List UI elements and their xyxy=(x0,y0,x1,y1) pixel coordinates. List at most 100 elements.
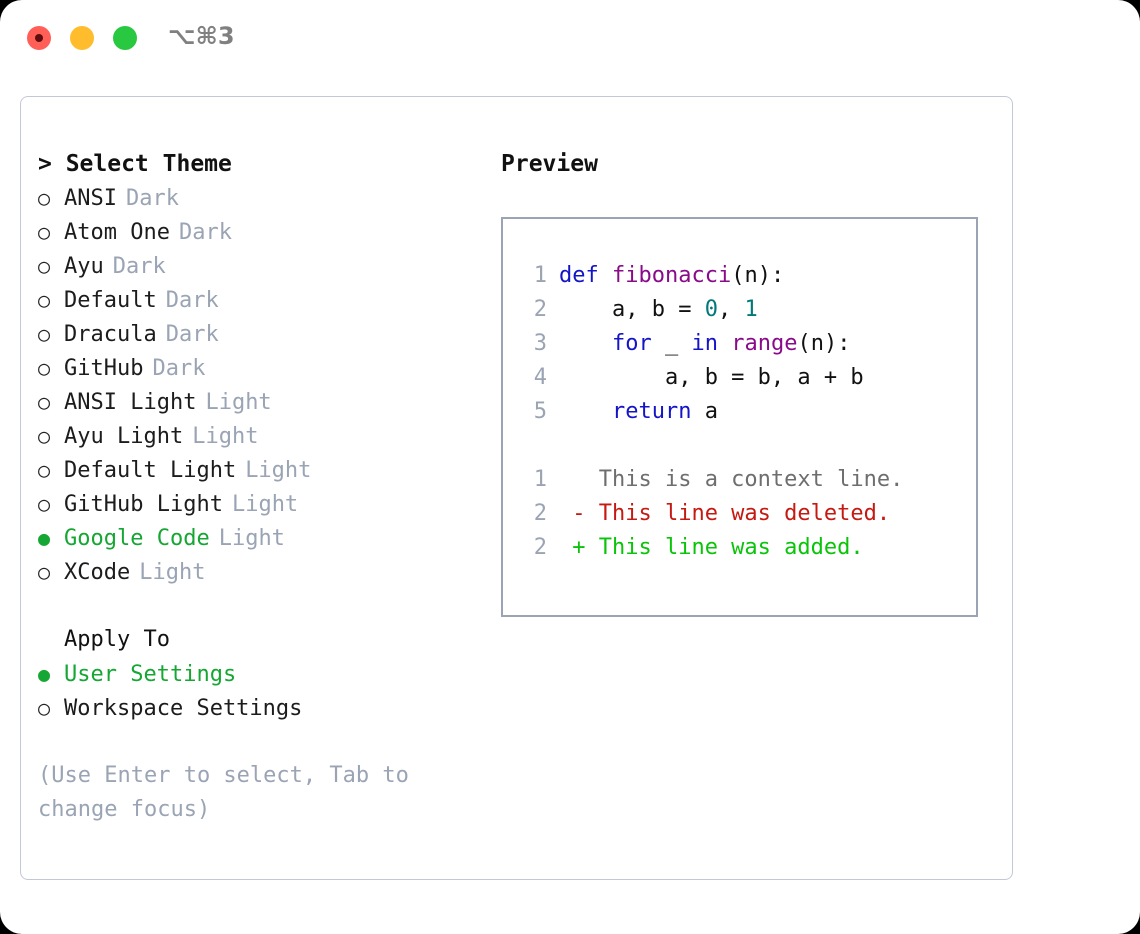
theme-option-label: GitHub Light xyxy=(64,492,223,517)
code-token: range xyxy=(731,331,798,356)
title-bar: ⌥⌘3 xyxy=(0,0,1140,78)
theme-option-label: ANSI Light xyxy=(64,390,197,415)
theme-option-category: Light xyxy=(139,560,206,585)
code-token: This is a context line. xyxy=(559,467,904,492)
section-spacer xyxy=(38,589,478,623)
line-number: 4 xyxy=(533,365,547,390)
minimize-button[interactable] xyxy=(70,26,94,50)
code-line: 1 def fibonacci(n): xyxy=(513,259,903,293)
code-token: 1 xyxy=(744,297,758,322)
window-controls xyxy=(27,26,137,50)
line-number: 2 xyxy=(533,535,547,560)
theme-option-category: Light xyxy=(205,390,272,415)
theme-option-label: Ayu Light xyxy=(64,424,184,449)
code-token xyxy=(718,327,731,361)
code-token: a xyxy=(691,399,718,424)
code-token: (n): xyxy=(731,263,785,288)
theme-option-label: Default xyxy=(64,288,157,313)
code-token: 0 xyxy=(704,297,718,322)
theme-option-label: Google Code xyxy=(64,526,210,551)
theme-option-category: Dark xyxy=(165,288,219,313)
theme-option-category: Dark xyxy=(178,220,232,245)
code-token xyxy=(599,259,612,293)
radio-unselected-icon: ○ xyxy=(38,356,51,380)
code-token: fibonacci xyxy=(612,263,732,288)
theme-option-category: Light xyxy=(192,424,259,449)
apply-option-workspace-settings[interactable]: ○ Workspace Settings xyxy=(38,691,478,725)
code-line: 4 a, b = b, a + b xyxy=(513,361,903,395)
theme-option-category: Light xyxy=(231,492,299,517)
radio-unselected-icon: ○ xyxy=(38,458,51,482)
apply-to-heading: Apply To xyxy=(64,627,170,652)
code-token: , xyxy=(717,297,745,322)
theme-option-google-code[interactable]: ● Google Code Light xyxy=(38,521,478,555)
radio-unselected-icon: ○ xyxy=(38,492,51,516)
theme-option-default[interactable]: ○ Default Dark xyxy=(38,283,478,317)
radio-selected-icon: ● xyxy=(38,526,51,550)
diff-line: 2 - This line was deleted. xyxy=(513,497,903,531)
theme-option-label: GitHub xyxy=(64,356,144,381)
theme-option-github-light[interactable]: ○ GitHub Light Light xyxy=(38,487,478,521)
line-number: 1 xyxy=(533,467,547,492)
code-token: in xyxy=(691,331,718,356)
keyboard-shortcut-label: ⌥⌘3 xyxy=(168,22,235,50)
theme-option-ayu[interactable]: ○ Ayu Dark xyxy=(38,249,478,283)
code-token xyxy=(559,327,612,361)
line-number: 5 xyxy=(533,399,547,424)
theme-option-label: Atom One xyxy=(64,220,170,245)
apply-option-user-settings[interactable]: ●User Settings xyxy=(38,657,478,691)
line-number: 2 xyxy=(533,297,547,322)
radio-unselected-icon: ○ xyxy=(38,322,51,346)
theme-option-label: Default Light xyxy=(64,458,237,483)
line-number: 3 xyxy=(533,331,547,356)
code-token: _ xyxy=(651,331,692,356)
code-diff-spacer xyxy=(513,429,903,463)
theme-option-atom-one[interactable]: ○ Atom One Dark xyxy=(38,215,478,249)
radio-unselected-icon: ○ xyxy=(38,390,51,414)
theme-option-category: Light xyxy=(218,526,285,551)
radio-unselected-icon: ○ xyxy=(38,696,51,720)
theme-option-default-light[interactable]: ○ Default Light Light xyxy=(38,453,478,487)
code-token: return xyxy=(611,399,692,424)
apply-option-label: Workspace Settings xyxy=(64,696,303,721)
code-token: a, b = xyxy=(559,297,705,322)
radio-selected-icon: ● xyxy=(38,662,51,686)
diff-line: 2 + This line was added. xyxy=(513,531,903,565)
apply-to-list[interactable]: ●User Settings ○ Workspace Settings xyxy=(38,657,478,725)
theme-option-category: Dark xyxy=(165,322,219,347)
code-token: a, b = b, a + b xyxy=(559,365,864,390)
keyboard-hint-text: (Use Enter to select, Tab to change focu… xyxy=(38,763,409,822)
theme-option-category: Dark xyxy=(112,254,166,279)
radio-unselected-icon: ○ xyxy=(38,254,51,278)
theme-option-label: XCode xyxy=(64,560,131,585)
code-token: def xyxy=(559,263,599,288)
theme-option-category: Dark xyxy=(125,186,179,211)
maximize-button[interactable] xyxy=(113,26,137,50)
code-line: 5 return a xyxy=(513,395,903,429)
diff-line: 1 This is a context line. xyxy=(513,463,904,497)
code-token: + This line was added. xyxy=(559,535,864,560)
theme-option-ayu-light[interactable]: ○ Ayu Light Light xyxy=(38,419,478,453)
radio-unselected-icon: ○ xyxy=(38,220,51,244)
line-number: 1 xyxy=(533,263,547,288)
theme-option-label: Ayu xyxy=(64,254,104,279)
theme-option-ansi-light[interactable]: ○ ANSI Light Light xyxy=(38,385,478,419)
theme-option-label: ANSI xyxy=(64,186,117,211)
radio-unselected-icon: ○ xyxy=(38,424,51,448)
code-line: 3 for _ in range(n): xyxy=(513,327,903,361)
theme-option-category: Light xyxy=(245,458,312,483)
select-theme-heading: > Select Theme xyxy=(38,151,232,177)
close-button[interactable] xyxy=(27,26,51,50)
code-token: (n): xyxy=(797,331,851,356)
radio-unselected-icon: ○ xyxy=(38,288,51,312)
